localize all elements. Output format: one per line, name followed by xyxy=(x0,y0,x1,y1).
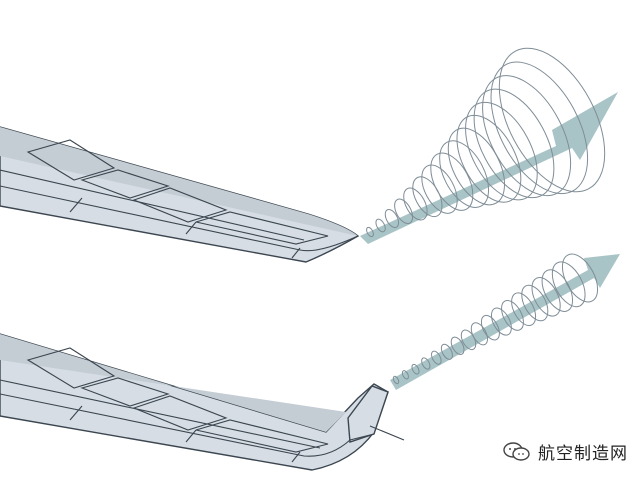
watermark-text: 航空制造网 xyxy=(538,444,628,464)
wechat-icon xyxy=(503,441,530,461)
winglet-wing-upper-surface xyxy=(0,334,346,432)
vortex-ring xyxy=(403,187,428,221)
vortex-ring xyxy=(551,261,586,308)
winglet-leader-line xyxy=(369,425,405,441)
wing-flap-panels xyxy=(26,139,329,245)
vortex-ring xyxy=(501,299,524,331)
vortex-ring xyxy=(511,292,537,326)
vortex-ring xyxy=(439,140,490,208)
vortex-ring xyxy=(392,375,400,385)
vortex-ring xyxy=(561,253,599,303)
vortex-ring xyxy=(421,164,458,214)
winglet-leading-edge xyxy=(0,393,375,457)
vortex-arrow-small xyxy=(390,254,620,390)
winglet-wing-panel xyxy=(0,253,620,471)
vortex-ring xyxy=(431,350,442,365)
winglet xyxy=(347,385,389,443)
vortex-ring xyxy=(366,226,374,238)
vortex-ring xyxy=(440,343,453,360)
watermark: 航空制造网 xyxy=(502,439,628,464)
vortex-ring xyxy=(531,277,561,317)
winglet-flap-panels xyxy=(26,347,329,453)
vortex-arrow-large xyxy=(360,92,618,244)
vortex-spiral-small xyxy=(392,253,599,385)
vortex-ring xyxy=(521,284,549,322)
vortex-ring xyxy=(401,370,409,380)
vortex-spiral-large xyxy=(366,47,606,238)
vortex-ring xyxy=(470,322,489,346)
wing-panel-lines xyxy=(0,169,305,259)
vortex-ring xyxy=(375,218,386,233)
conventional-wing-panel xyxy=(0,47,618,263)
vortex-ring xyxy=(394,198,414,225)
vortex-ring xyxy=(450,336,465,355)
vortex-ring xyxy=(411,363,420,375)
vortex-ring xyxy=(490,61,589,195)
vortex-ring xyxy=(480,314,500,341)
vortex-ring xyxy=(498,47,606,193)
vortex-ring xyxy=(490,307,512,336)
winglet-panel-lines xyxy=(0,379,321,463)
wing-upper-surface xyxy=(0,127,358,236)
vortex-ring xyxy=(384,208,400,229)
vortex-ring xyxy=(421,357,431,370)
vortex-ring xyxy=(541,269,574,312)
wing-leading-edge xyxy=(0,185,359,252)
